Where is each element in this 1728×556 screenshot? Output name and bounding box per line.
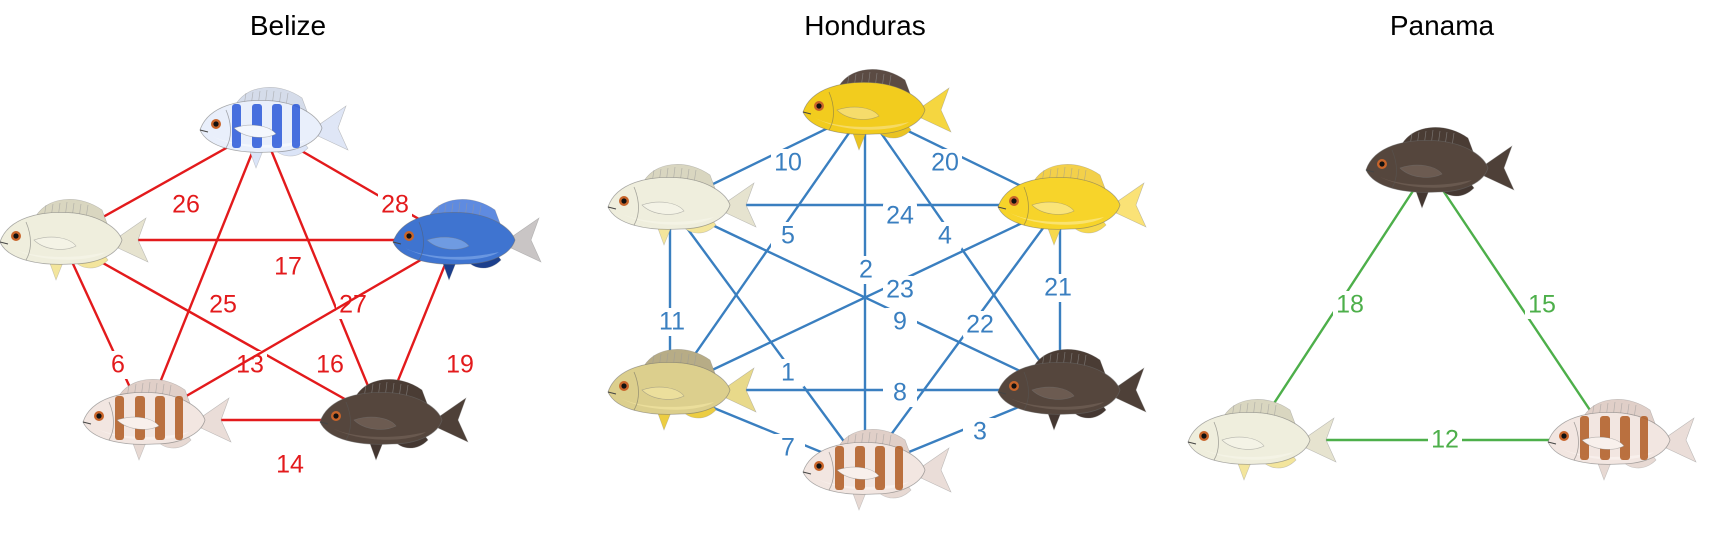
edge-label-bg <box>963 311 997 339</box>
edge-label: 7 <box>781 434 795 462</box>
edge-label-bg <box>963 418 997 446</box>
edge-label: 22 <box>966 311 994 339</box>
fish-pale-cream-icon <box>0 199 149 281</box>
panel-panama-edges: 18 15 12 <box>1248 167 1611 454</box>
edge-pale-cream-dark-brown <box>61 238 383 422</box>
edge-label-bg <box>928 149 962 177</box>
edge-label: 28 <box>381 191 409 219</box>
fish-blue-icon <box>392 199 542 281</box>
edge-label-bg <box>883 202 917 230</box>
edge-label-bg <box>233 351 267 379</box>
edge-label: 14 <box>276 451 304 479</box>
edge-label-bg <box>883 276 917 304</box>
edge-yellow-barred-brown <box>864 204 1061 471</box>
edge-label-bg <box>206 291 240 319</box>
fish-dark-brown-icon <box>319 379 469 461</box>
edge-pale-cream-barred-brown <box>669 204 866 471</box>
edge-label-bg <box>101 351 135 379</box>
edge-label-bg <box>443 351 477 379</box>
panel-belize-nodes <box>0 87 542 461</box>
edge-label-bg <box>378 191 412 219</box>
fish-tan-yellow-icon <box>607 349 757 431</box>
edge-label-bg <box>271 253 305 281</box>
edge-label-bg <box>273 451 307 479</box>
edge-label-bg <box>169 191 203 219</box>
fish-barred-brown-icon <box>802 429 952 511</box>
edge-label-bg <box>883 379 917 407</box>
edge-yellow-tan-yellow <box>669 203 1061 392</box>
edge-label: 23 <box>886 276 914 304</box>
fish-yellow-dark-icon <box>802 69 952 151</box>
panel-title-panama: Panama <box>1390 10 1495 41</box>
fish-barred-brown-icon <box>82 379 232 461</box>
panel-panama-nodes <box>1187 127 1697 481</box>
edge-label: 1 <box>781 359 795 387</box>
edge-label: 16 <box>316 351 344 379</box>
panel-honduras-edges: 10 20 5 4 2 24 11 9 1 23 21 22 8 7 3 <box>655 108 1075 472</box>
edge-label-bg <box>313 351 347 379</box>
edge-label: 2 <box>859 256 873 284</box>
edge-label: 18 <box>1336 291 1364 319</box>
edge-label-bg <box>1041 274 1075 302</box>
edge-label-bg <box>883 308 917 336</box>
fish-pale-cream-icon <box>607 164 757 246</box>
edge-label: 11 <box>659 308 685 336</box>
edge-dark-brown-barred-brown <box>1427 167 1611 441</box>
fish-yellow-icon <box>997 164 1147 246</box>
edge-label-bg <box>1428 426 1462 454</box>
edge-label: 20 <box>931 149 959 177</box>
fish-pale-cream-icon <box>1187 399 1337 481</box>
edge-blue-barred-brown <box>144 238 456 422</box>
edge-label-bg <box>771 434 805 462</box>
edge-label: 10 <box>774 149 802 177</box>
panel-panama: Panama 18 15 12 <box>1187 10 1697 481</box>
edge-label-bg <box>771 149 805 177</box>
panel-honduras-nodes <box>607 69 1147 511</box>
edge-label: 9 <box>893 308 907 336</box>
edge-label: 6 <box>111 351 125 379</box>
edge-label: 19 <box>446 351 474 379</box>
edge-label: 21 <box>1044 274 1072 302</box>
edge-label: 24 <box>886 202 914 230</box>
edge-label: 17 <box>274 253 302 281</box>
edge-label-bg <box>1525 291 1559 319</box>
fish-dark-brown-icon <box>997 349 1147 431</box>
edge-label-bg <box>655 308 689 336</box>
edge-label-bg <box>336 291 370 319</box>
edge-blue-barred-barred-brown <box>143 127 264 421</box>
fish-blue-barred-icon <box>199 87 349 169</box>
edge-label-bg <box>928 222 962 250</box>
edge-label-bg <box>771 222 805 250</box>
edge-blue-barred-dark-brown <box>260 127 384 421</box>
panel-title-belize: Belize <box>250 10 326 41</box>
panel-title-honduras: Honduras <box>804 10 925 41</box>
edge-label-bg <box>1333 291 1367 319</box>
edge-label: 12 <box>1431 426 1459 454</box>
edge-label: 26 <box>172 191 200 219</box>
edge-label: 8 <box>893 379 907 407</box>
edge-label: 15 <box>1528 291 1556 319</box>
edge-label: 25 <box>209 291 237 319</box>
fish-barred-brown-icon <box>1547 399 1697 481</box>
edge-label: 4 <box>938 222 952 250</box>
edge-label-bg <box>849 256 883 284</box>
edge-label: 3 <box>973 418 987 446</box>
edge-label: 5 <box>781 222 795 250</box>
panel-honduras: Honduras 10 20 5 4 2 24 11 9 1 23 21 22 8 7 3 <box>607 10 1147 511</box>
fish-dark-brown-icon <box>1365 127 1515 209</box>
edge-label-bg <box>771 359 805 387</box>
